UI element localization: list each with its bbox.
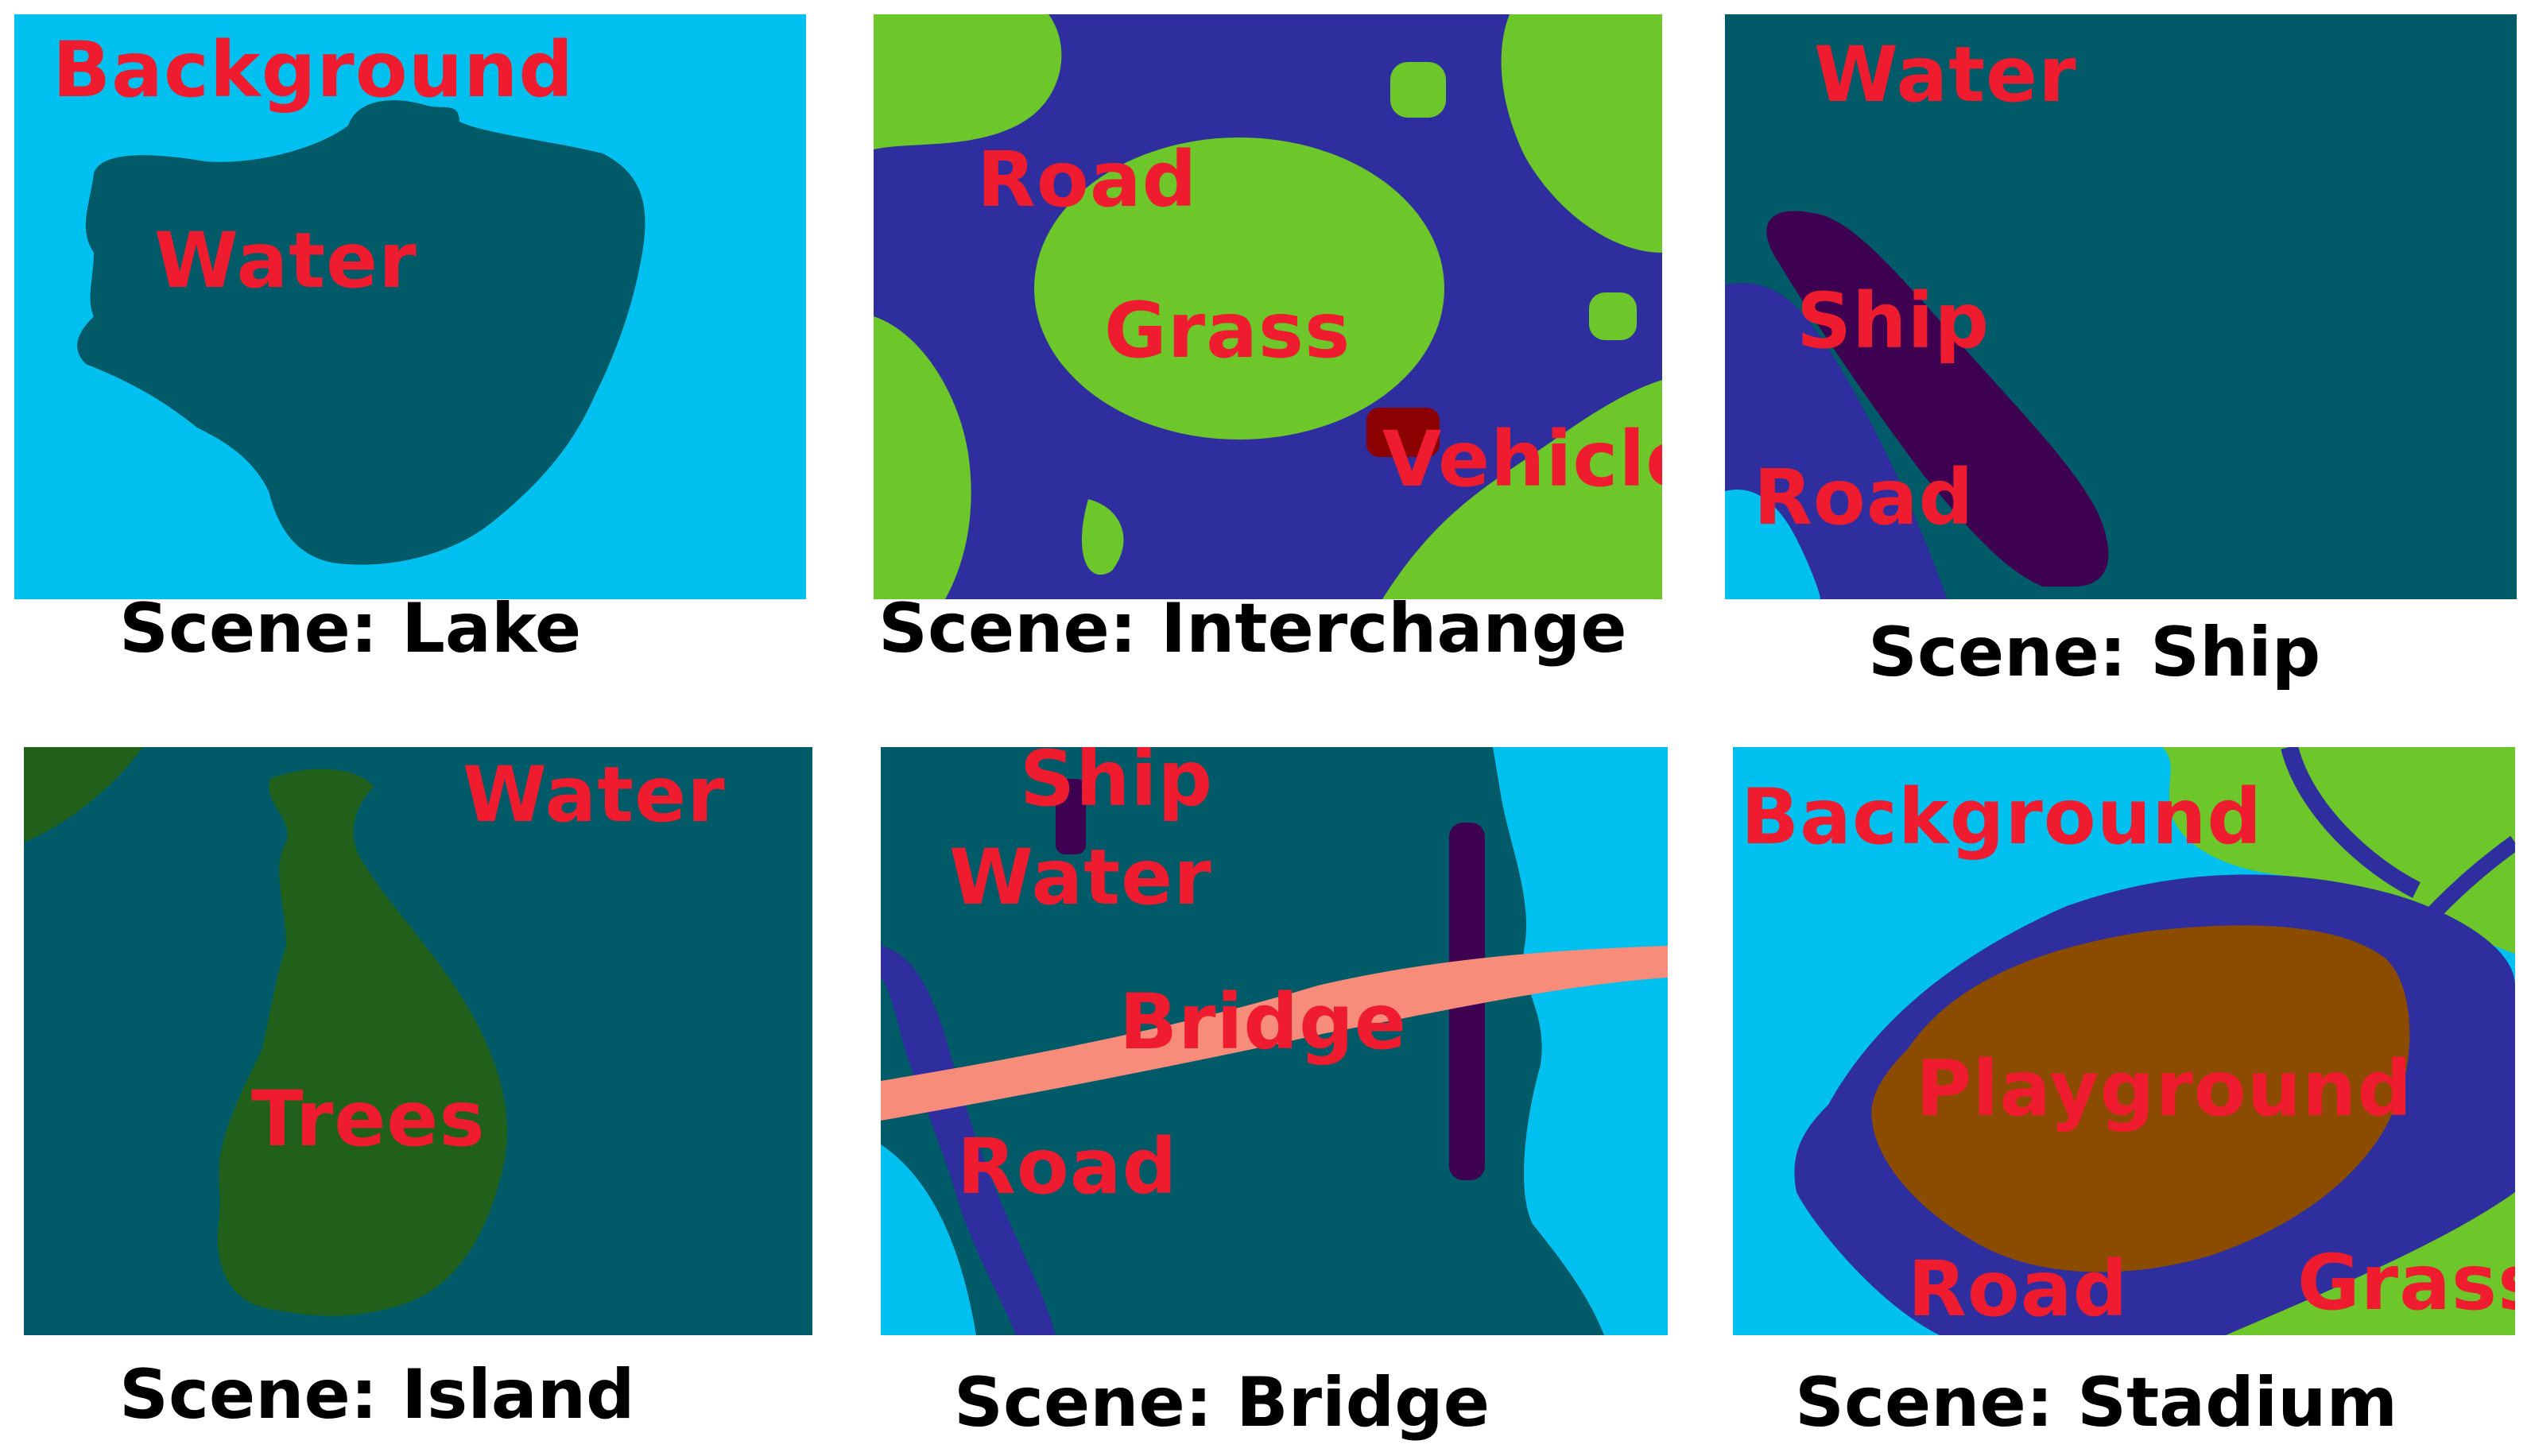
background-region-right [1493,747,1668,1335]
ship-region [1766,211,2109,587]
grass-island-right [1589,292,1637,340]
grass-region-center [1034,137,1444,440]
caption-interchange: Scene: Interchange [878,589,1627,668]
bridge-segmentation-map [881,747,1668,1335]
lake-segmentation-map [14,14,806,599]
bridge-region [881,946,1668,1121]
label-grass: Grass [1104,286,1351,375]
label-road: Road [1754,453,1975,542]
label-ship: Ship [1797,277,1990,366]
label-background: Background [1741,773,2263,862]
segmentation-panel-ship: Water Ship Road [1725,14,2517,599]
grass-island-small [1081,499,1124,575]
island-segmentation-map [24,747,812,1335]
label-water: Water [1814,30,2077,119]
road-branch [2281,747,2421,898]
caption-lake: Scene: Lake [119,589,582,668]
road-region [881,946,1056,1335]
grass-region-topleft [874,14,1062,149]
segmentation-panel-bridge: Ship Water Bridge Road [881,747,1668,1335]
segmentation-panel-lake: Background Water [14,14,806,599]
label-water: Water [154,216,417,305]
background-region [1725,490,1820,599]
label-road: Road [957,1122,1178,1211]
vehicle-region [1366,408,1440,457]
label-trees: Trees [251,1075,486,1164]
water-region [77,100,645,565]
label-road: Road [1908,1245,2129,1334]
label-water: Water [949,833,1212,922]
label-ship: Ship [1020,747,1214,823]
grass-island-top [1390,62,1446,118]
segmentation-panel-island: Water Trees [24,747,812,1335]
stadium-segmentation-map [1733,747,2515,1335]
ship-segmentation-map [1725,14,2517,599]
label-water: Water [463,750,726,839]
segmentation-panel-interchange: Road Grass Vehicle [874,14,1662,599]
label-vehicle: Vehicle [1382,415,1662,504]
playground-region [1871,925,2410,1272]
caption-ship: Scene: Ship [1868,613,2321,692]
caption-stadium: Scene: Stadium [1795,1363,2398,1442]
segmentation-panel-stadium: Background Playground Road Grass [1733,747,2515,1335]
label-playground: Playground [1916,1044,2413,1133]
label-road: Road [977,135,1198,224]
grass-region-bottomright [1382,380,1662,599]
label-grass: Grass [2297,1238,2515,1327]
grass-region-bottomleft [874,316,971,599]
trees-region-corner [24,747,143,842]
label-background: Background [52,25,575,114]
caption-bridge: Scene: Bridge [954,1363,1490,1442]
caption-island: Scene: Island [119,1355,635,1435]
grass-region-top [2162,747,2515,954]
trees-region [217,769,507,1316]
background-region-left [881,1144,976,1335]
grass-region-topright [1501,14,1662,253]
interchange-segmentation-map [874,14,1662,599]
label-bridge: Bridge [1119,978,1407,1067]
ship-region-top [1056,779,1086,854]
